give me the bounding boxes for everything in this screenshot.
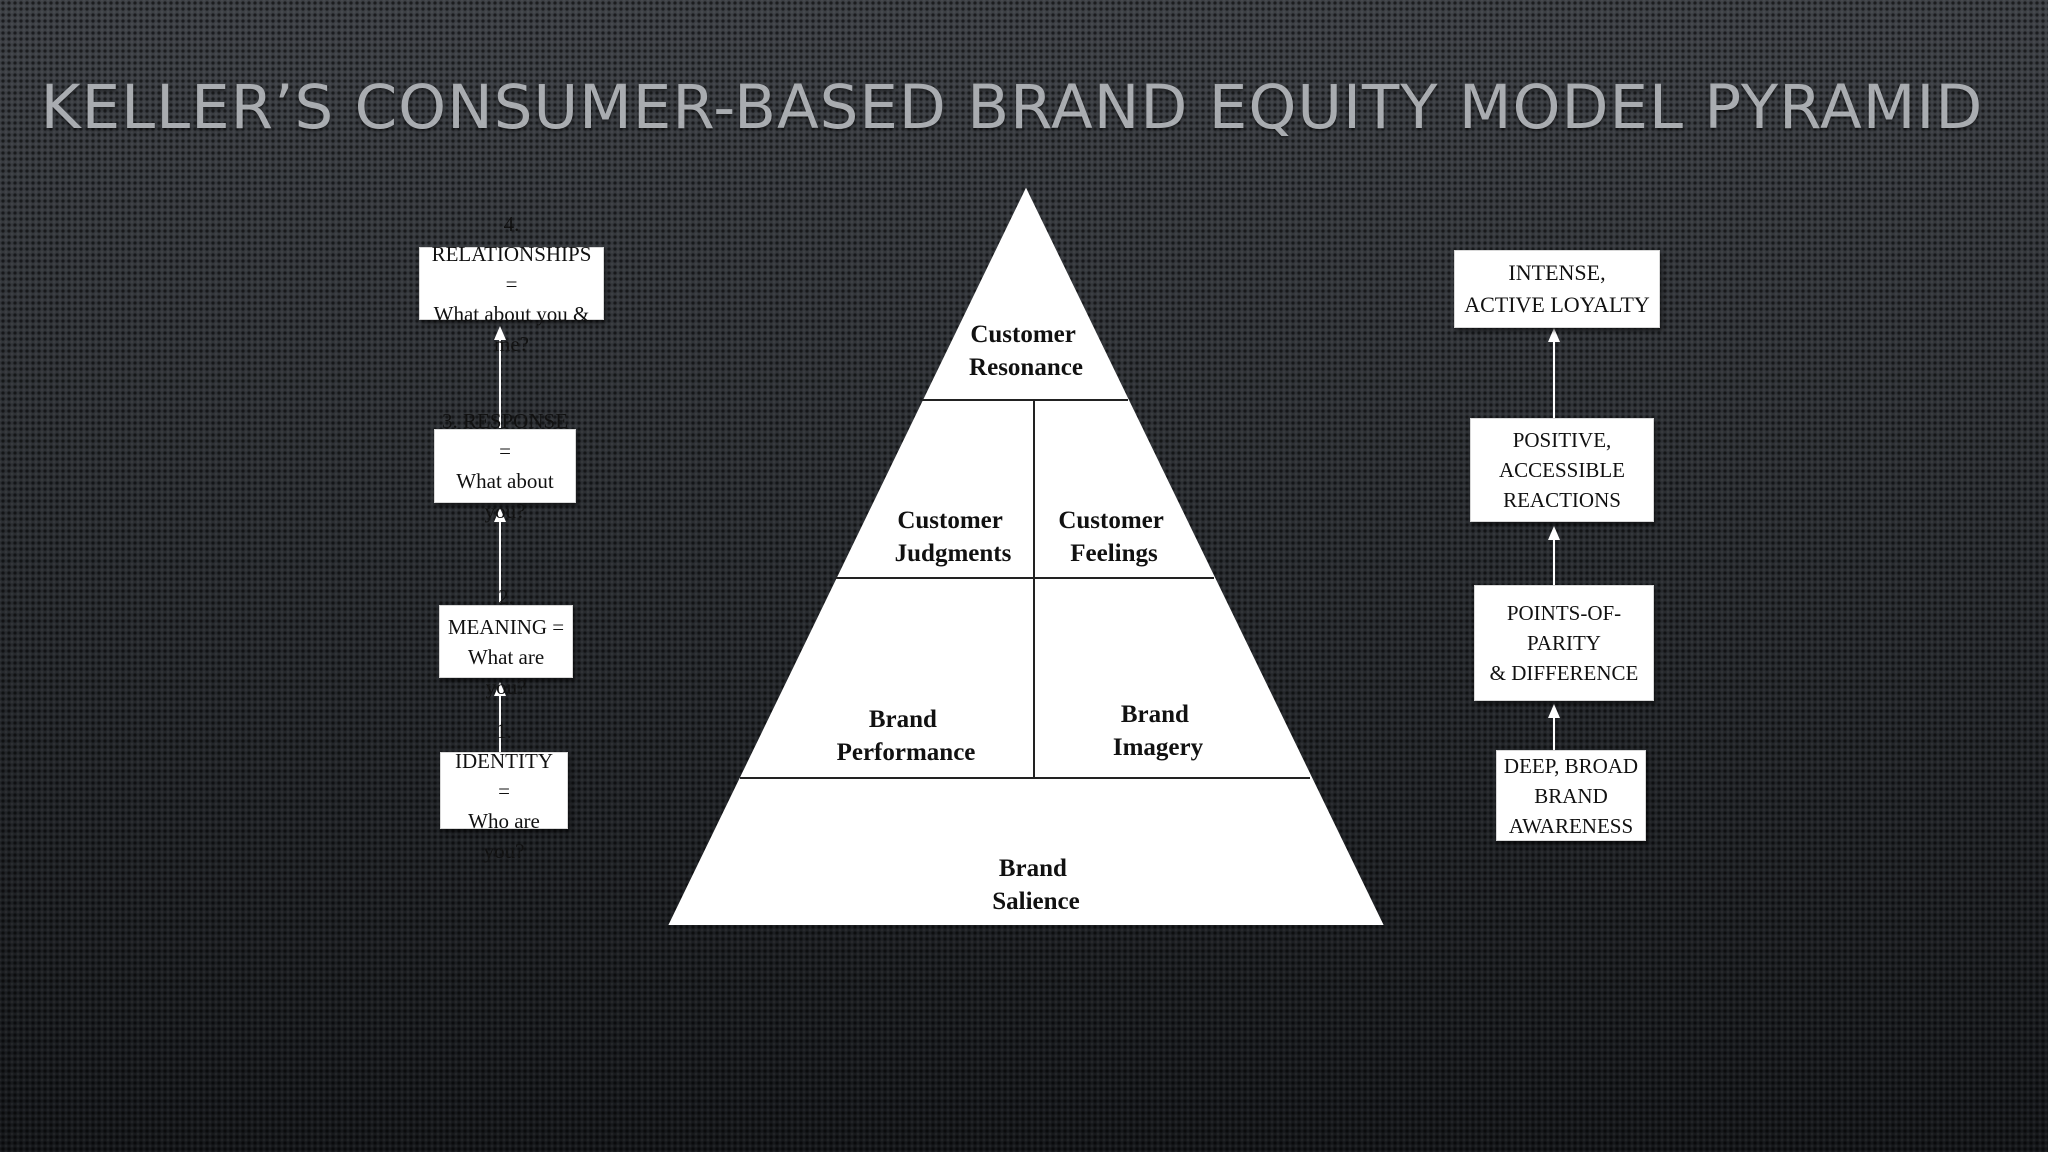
step-response-question: What about you? [456,469,554,523]
salience-line1: Brand [999,855,1067,882]
step-meaning-title: 2. MEANING = [447,584,565,639]
outcome-parity-box: POINTS-OF-PARITY & DIFFERENCE [1474,585,1654,701]
outcome-reactions-line1: POSITIVE, [1512,428,1612,452]
imagery-line2: Imagery [1113,734,1204,761]
judgments-line2: Judgments [895,540,1012,567]
feelings-line2: Feelings [1070,540,1158,567]
step-identity-question: Who are you? [468,808,540,863]
step-response-title: 3. RESPONSE = [441,409,569,463]
pyramid-performance-label: Brand Performance [837,706,976,766]
performance-line1: Brand [869,706,937,733]
salience-line2: Salience [992,888,1080,915]
outcome-reactions-line2: ACCESSIBLE [1498,458,1626,482]
pyramid-judgments-label: Customer Judgments [895,507,1012,567]
outcome-reactions-box: POSITIVE, ACCESSIBLE REACTIONS [1470,418,1654,522]
arrowhead [494,508,506,522]
feelings-line1: Customer [1058,507,1163,534]
outcome-parity-line1: POINTS-OF-PARITY [1506,601,1622,655]
outcome-awareness-line3: AWARENESS [1508,813,1634,838]
pyramid-salience-label: Brand Salience [992,855,1080,915]
step-response-box: 3. RESPONSE = What about you? [434,409,576,523]
judgments-line1: Customer [897,507,1002,534]
outcome-loyalty-line1: INTENSE, [1508,260,1606,285]
resonance-line1: Customer [970,321,1075,348]
outcome-awareness-box: DEEP, BROAD BRAND AWARENESS [1496,750,1646,841]
performance-line2: Performance [837,739,976,766]
arrowhead [1548,328,1560,342]
outcome-awareness-line2: BRAND [1534,783,1608,808]
imagery-line1: Brand [1121,701,1189,728]
step-meaning-box: 2. MEANING = What are you? [439,585,573,699]
step-relationships-question: What about you & me? [433,301,590,356]
pyramid-resonance-label: Customer Resonance [969,321,1083,381]
resonance-line2: Resonance [969,354,1083,381]
pyramid-feelings-label: Customer Feelings [1058,507,1169,567]
outcome-reactions-line3: REACTIONS [1503,488,1621,512]
arrowhead [494,326,506,340]
step-meaning-question: What are you? [467,644,545,699]
pyramid-imagery-label: Brand Imagery [1113,701,1204,761]
outcome-parity-line2: & DIFFERENCE [1489,661,1639,685]
outcome-loyalty-line2: ACTIVE LOYALTY [1464,292,1650,317]
arrowhead [494,682,506,696]
outcome-loyalty-box: INTENSE, ACTIVE LOYALTY [1454,250,1660,328]
step-relationships-box: 4. RELATIONSHIPS = What about you & me? [419,212,604,356]
step-identity-title: 1. IDENTITY = [455,718,553,803]
slide-title: KELLER’S CONSUMER-BASED BRAND EQUITY MOD… [40,72,1984,143]
pyramid-shape [668,187,1384,925]
outcome-awareness-line1: DEEP, BROAD [1503,753,1639,778]
arrowhead [1548,526,1560,540]
arrowhead [1548,704,1560,718]
step-relationships-title: 4. RELATIONSHIPS = [431,211,592,296]
step-identity-box: 1. IDENTITY = Who are you? [440,719,568,863]
